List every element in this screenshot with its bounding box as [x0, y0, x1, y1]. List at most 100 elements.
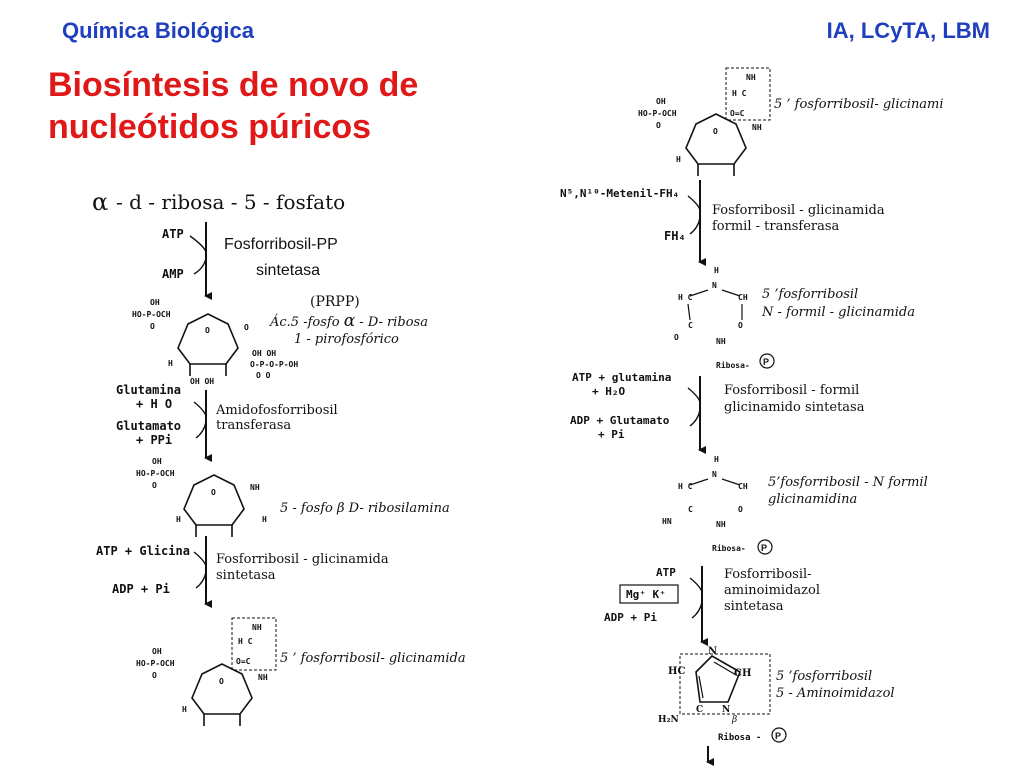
svg-text:NH: NH: [752, 123, 762, 132]
fgar-name-line-2: N - formil - glicinamida: [761, 305, 915, 320]
svg-text:NH: NH: [258, 673, 268, 682]
cofactor-curve: [195, 571, 207, 589]
phosphate-circle: [759, 353, 775, 369]
svg-text:O: O: [674, 333, 679, 342]
svg-text:O: O: [152, 481, 157, 490]
ribosylamine-structure: OH HO-P-OCH O O NH H H 5 - fosfo β D- ri…: [136, 457, 450, 538]
svg-text:O: O: [738, 321, 743, 330]
cofactor-mg-k: Mg⁺ K⁺: [626, 588, 666, 601]
svg-text:HO-P-OCH: HO-P-OCH: [136, 659, 175, 668]
svg-text:O=C: O=C: [236, 657, 251, 666]
svg-text:OH OH: OH OH: [252, 349, 276, 358]
reactant-atp-glycine: ATP + Glicina: [96, 544, 190, 558]
phosphate-circle: [757, 539, 773, 555]
svg-text:O: O: [244, 323, 249, 332]
svg-text:O=C: O=C: [730, 109, 745, 118]
reactant-atp: ATP: [656, 566, 676, 579]
svg-text:P: P: [761, 543, 767, 553]
svg-text:H: H: [168, 359, 173, 368]
svg-text:O: O: [656, 121, 661, 130]
svg-text:NH: NH: [716, 520, 726, 529]
enzyme-name: sintetasa: [256, 262, 320, 279]
ribosylamine-name: 5 - fosfo β D- ribosilamina: [280, 501, 450, 516]
prpp-name-line-2: 1 - pirofosfórico: [294, 332, 399, 347]
svg-text:O: O: [152, 671, 157, 680]
svg-text:HO-P-OCH: HO-P-OCH: [638, 109, 677, 118]
cofactor-curve: [691, 601, 703, 619]
svg-text:N: N: [722, 705, 730, 715]
svg-text:OH: OH: [150, 298, 160, 307]
cofactor-curve: [689, 577, 703, 593]
reactant-glutamine: Glutamina: [116, 383, 181, 397]
svg-text:C: C: [696, 705, 703, 715]
fgam-structure: H N H C CH C HN O NH Ribosa- P 5’fosforr…: [662, 455, 928, 555]
svg-text:HC: HC: [668, 666, 685, 677]
enzyme-name: Fosforribosil - formil: [724, 383, 859, 398]
gar-name: 5 ’ fosforribosil- glicinamida: [280, 651, 466, 666]
svg-text:C: C: [688, 505, 693, 514]
enzyme-name: transferasa: [216, 418, 291, 433]
alpha-symbol: α: [92, 188, 108, 216]
step-air-synthetase: ATP Mg⁺ K⁺ ADP + Pi Fosforribosil- amino…: [604, 566, 820, 646]
air-name-line-2: 5 - Aminoimidazol: [776, 686, 895, 701]
right-pathway: NH H C O=C OH HO-P-OCH O O NH H 5 ’ fosf…: [560, 67, 944, 766]
gar-structure-right: NH H C O=C OH HO-P-OCH O O NH H 5 ’ fosf…: [638, 67, 944, 177]
imidazole-box: [679, 653, 771, 715]
enzyme-name: aminoimidazol: [724, 583, 820, 598]
enzyme-name: formil - transferasa: [712, 219, 840, 234]
reactant-atp-glutamine: ATP + glutamina: [572, 371, 671, 384]
cofactor-box: [619, 584, 679, 604]
step-amidophosphoribosyl-transferase: Glutamina + H O Glutamato + PPi Amidofos…: [116, 383, 338, 462]
svg-text:O-P-O-P-OH: O-P-O-P-OH: [250, 360, 298, 369]
prpp-abbreviation: (PRPP): [310, 294, 360, 310]
product-adp-pi: ADP + Pi: [112, 582, 170, 596]
svg-text:N: N: [712, 470, 717, 479]
step-gar-transformylase: N⁵,N¹⁰-Metenil-FH₄ FH₄ Fosforribosil - g…: [560, 180, 885, 266]
svg-text:CH: CH: [738, 293, 748, 302]
step-gar-synthetase: ATP + Glicina ADP + Pi Fosforribosil - g…: [96, 536, 389, 608]
svg-text:N: N: [708, 646, 717, 657]
ribose-label: Ribosa-: [716, 360, 750, 370]
enzyme-name: sintetasa: [216, 568, 276, 583]
reactant-atp: ATP: [162, 227, 184, 241]
enzyme-name: glicinamido sintetasa: [724, 400, 865, 415]
prpp-name: Ác.5 -fosfo α - D- ribosa: [269, 311, 428, 331]
ribose-label: Ribosa -: [718, 732, 761, 743]
enzyme-name: sintetasa: [724, 599, 784, 614]
enzyme-name: Fosforribosil - glicinamida: [216, 552, 389, 567]
svg-text:H C: H C: [732, 89, 747, 98]
svg-text:HO-P-OCH: HO-P-OCH: [132, 310, 171, 319]
reactant-methenyl-thf: N⁵,N¹⁰-Metenil-FH₄: [560, 187, 679, 200]
ribose-label: Ribosa-: [712, 543, 746, 553]
gar-structure-left: NH H C O=C OH HO-P-OCH O O NH H 5 ’ fosf…: [136, 617, 466, 727]
svg-text:O: O: [713, 127, 718, 136]
slide-title-line-2: nucleótidos púricos: [48, 108, 372, 146]
ribose-5-phosphate-label: - d - ribosa - 5 - fosfato: [116, 190, 345, 214]
cofactor-curve: [689, 409, 701, 427]
cofactor-curve: [193, 257, 207, 275]
air-name: 5 ’fosforribosil: [776, 669, 872, 684]
cofactor-curve: [689, 217, 701, 235]
glycinamide-box: [231, 617, 277, 671]
svg-text:β: β: [731, 715, 737, 725]
fgam-name-line-2: glicinamidina: [768, 492, 857, 507]
svg-text:P: P: [775, 731, 781, 741]
svg-text:NH: NH: [716, 337, 726, 346]
svg-text:NH: NH: [746, 73, 756, 82]
cofactor-curve: [193, 401, 207, 417]
cofactor-curve: [687, 195, 701, 211]
svg-text:H: H: [714, 266, 719, 275]
air-structure: HC N CH C N H₂N β Ribosa - P 5 ’fosforri…: [658, 646, 895, 766]
prpp-structure: OH HO-P-OCH O O O OH OH O-P-O-P-OH O O H…: [132, 294, 428, 386]
product-adp-glutamate: ADP + Glutamato: [570, 414, 670, 427]
cofactor-curve: [193, 551, 207, 567]
svg-text:CH: CH: [734, 668, 751, 679]
glycinamide-box: [725, 67, 771, 121]
svg-text:H: H: [176, 515, 181, 524]
svg-text:H₂N: H₂N: [658, 715, 679, 725]
cofactor-curve: [195, 421, 207, 439]
svg-text:H: H: [676, 155, 681, 164]
course-title: Química Biológica: [62, 18, 254, 43]
step-fgam-synthetase: ATP + glutamina + H₂O ADP + Glutamato + …: [570, 371, 865, 454]
